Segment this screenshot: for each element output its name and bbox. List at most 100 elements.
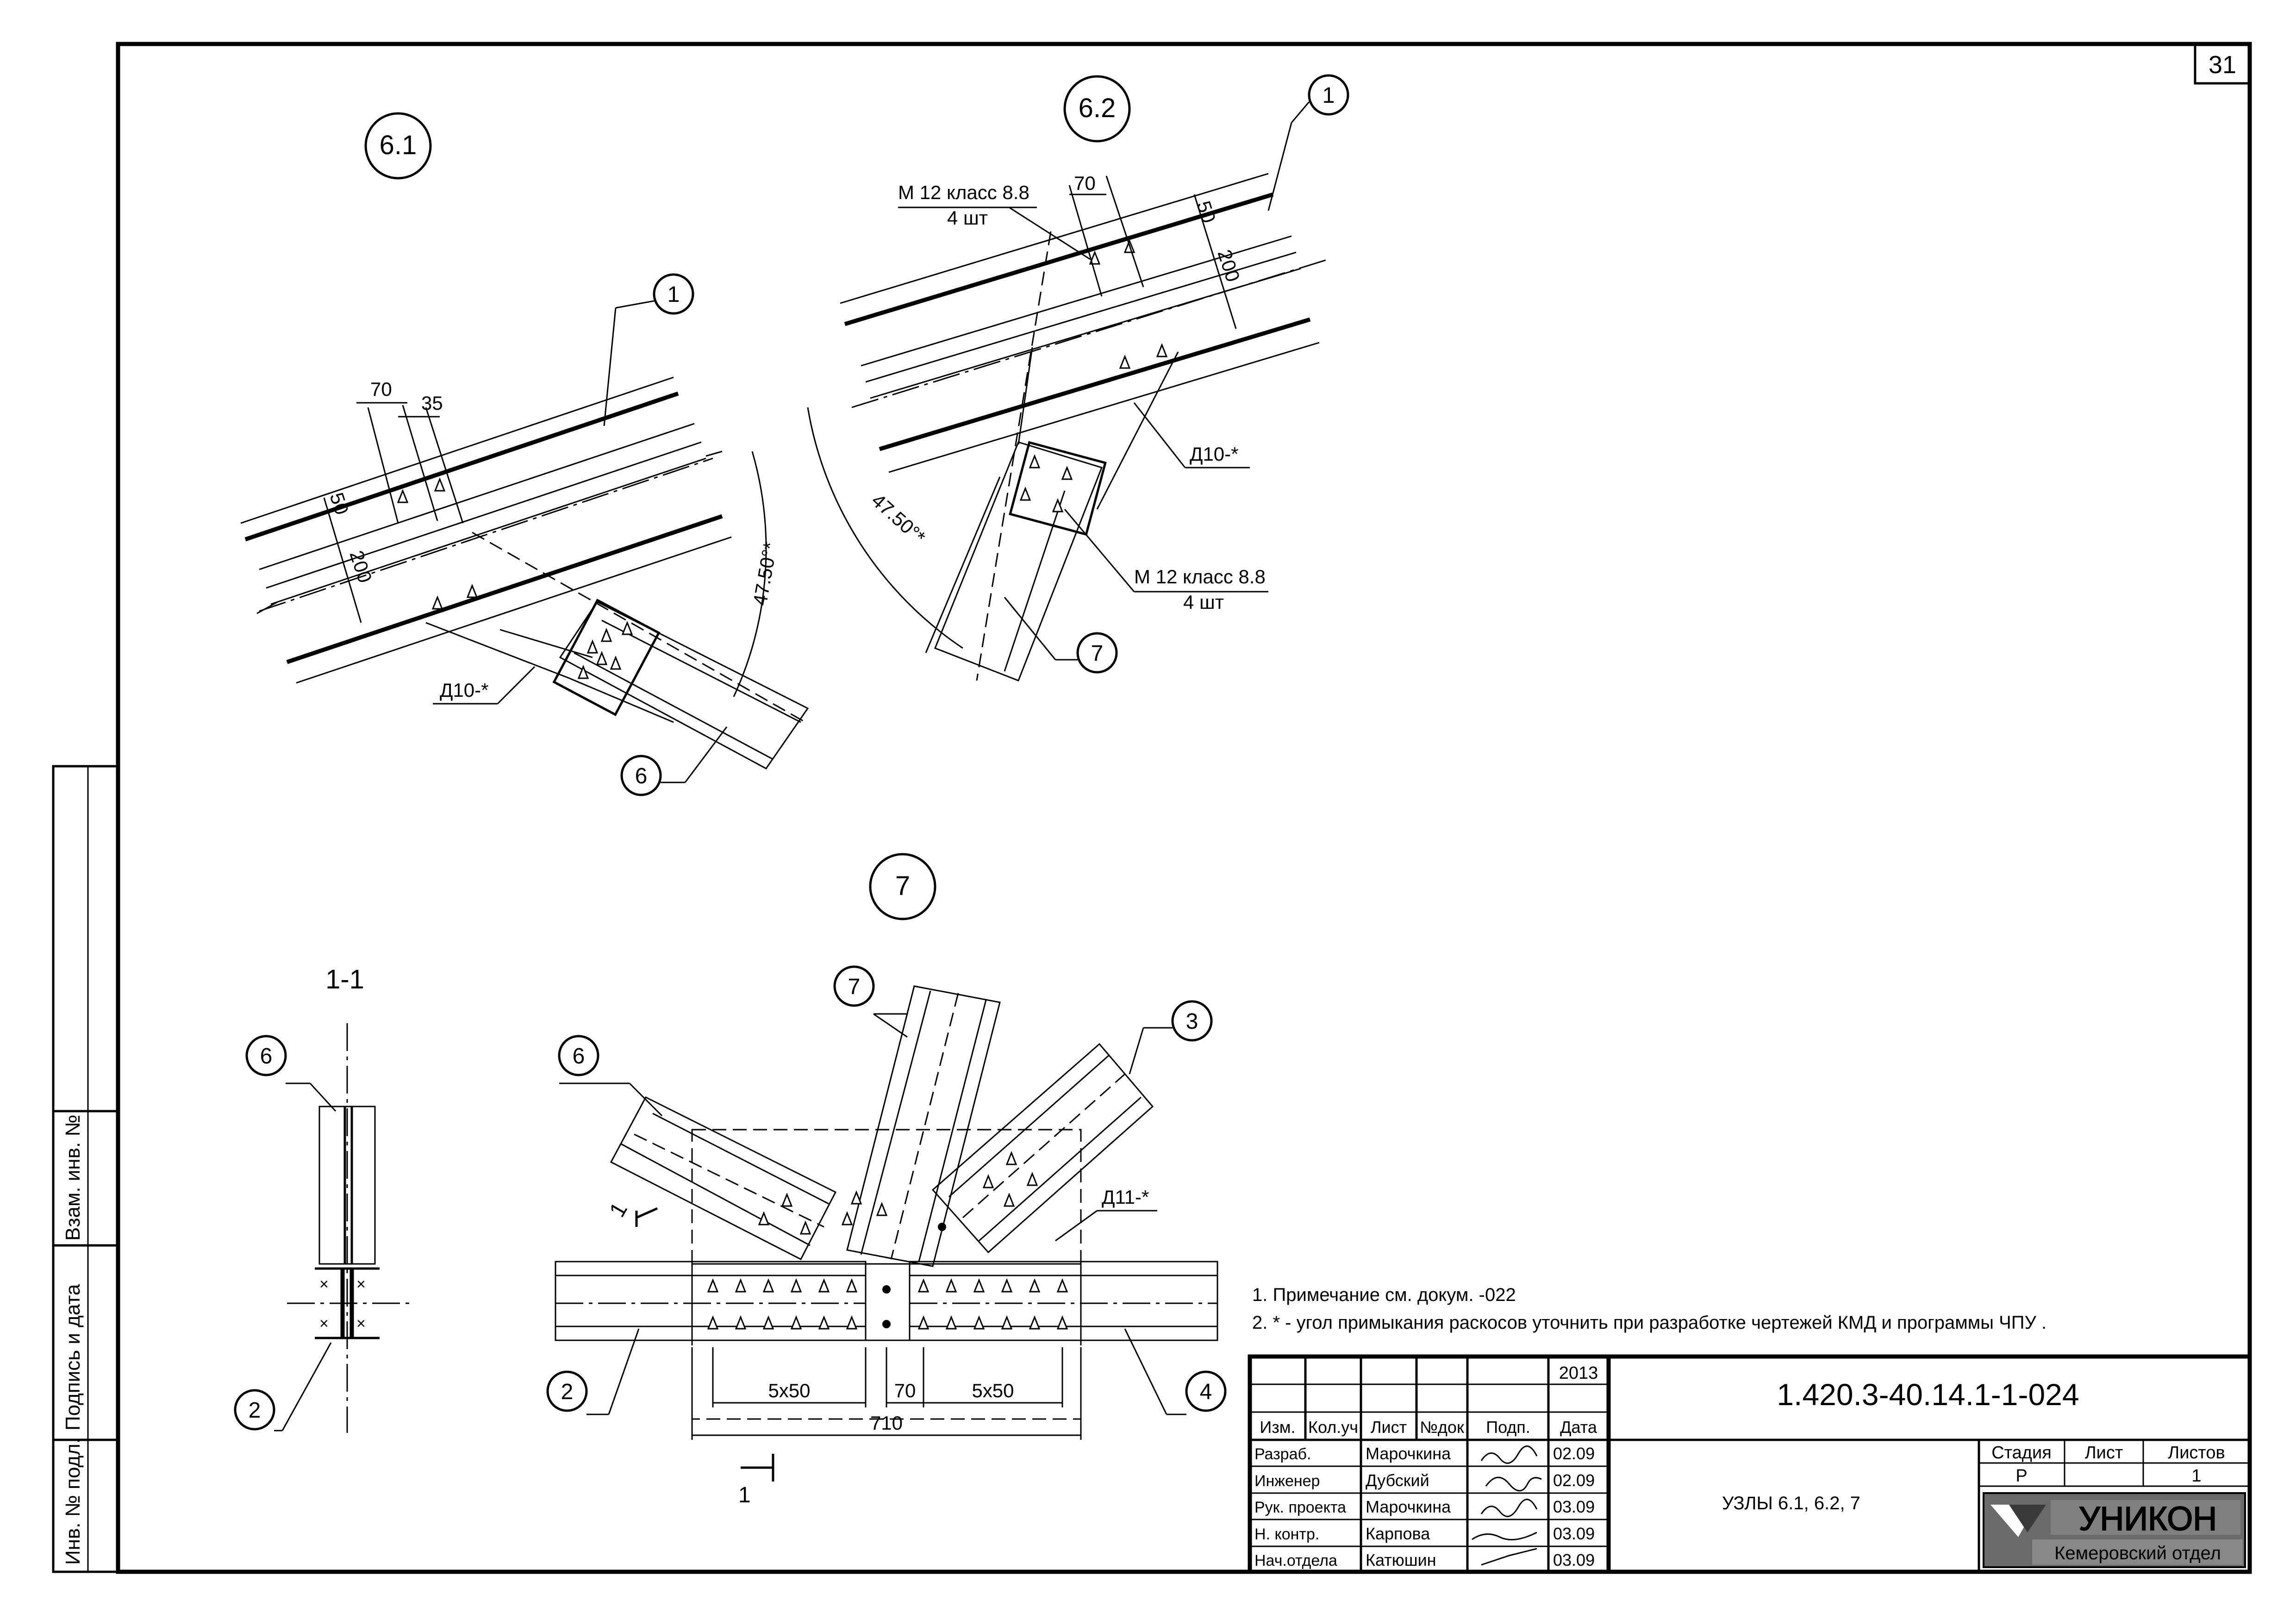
node-6-2-chord xyxy=(840,173,1329,473)
tb-row-4-name: Карпова xyxy=(1366,1524,1430,1543)
note-2: 2. * - угол примыкания раскосов уточнить… xyxy=(1252,1313,2046,1333)
signatures xyxy=(1472,1445,1542,1566)
node-7-section-mark-bottom: 1 xyxy=(738,1454,774,1507)
side-stamp-inv-podl: Инв. № подл. xyxy=(62,1438,84,1565)
section-1-1-callout-2-text: 2 xyxy=(249,1398,261,1423)
tb-row-2-date: 02.09 xyxy=(1553,1471,1595,1490)
node-6-1-diagonal xyxy=(472,531,809,769)
tb-row-2-name: Дубский xyxy=(1366,1471,1429,1490)
node-6-1-gusset xyxy=(425,622,674,723)
node-6-2-diagonal xyxy=(925,231,1107,681)
node-6-2-callout-1 xyxy=(1308,74,1349,116)
node-6-2-label: 6.2 xyxy=(1079,93,1116,123)
node-7-callout-6 xyxy=(558,1035,599,1076)
node-7-dimensions xyxy=(691,1347,1082,1440)
node-6-1-label-circle xyxy=(364,112,432,180)
node-6-1-dim-70: 70 xyxy=(370,378,392,400)
company-name: УНИКОН xyxy=(2079,1500,2217,1538)
node-7-callout-3-text: 3 xyxy=(1186,1009,1198,1034)
tb-stage-header: Стадия xyxy=(1991,1443,2052,1463)
node-7-callout-2 xyxy=(546,1370,588,1412)
tb-row-3-role: Рук. проекта xyxy=(1254,1499,1346,1516)
node-6-2-callout-7 xyxy=(1076,632,1118,674)
node-6-2-label-circle xyxy=(1063,75,1131,143)
node-6-1-dim-35: 35 xyxy=(421,392,443,414)
node-7-label-circle xyxy=(869,853,936,920)
node-7-diagonal-3 xyxy=(931,1043,1154,1254)
node-7-gusset-label: Д11-* xyxy=(1102,1186,1149,1208)
node-6-2-dim-70: 70 xyxy=(1074,172,1096,194)
tb-stage-value: Р xyxy=(2015,1466,2027,1486)
side-stamp-sign-date: Подпись и дата xyxy=(62,1284,84,1431)
tb-sheets-value: 1 xyxy=(2191,1466,2201,1486)
tb-sheet-header: Лист xyxy=(2085,1443,2123,1463)
section-1-1-callout-6 xyxy=(245,1035,287,1076)
node-7-dim-right: 5x50 xyxy=(972,1380,1014,1401)
node-6-1-callout-1-text: 1 xyxy=(668,282,680,307)
company-logo: УНИКОН Кемеровский отдел xyxy=(1983,1492,2246,1568)
tb-header-kol: Кол.уч xyxy=(1308,1418,1358,1437)
node-6-1-view: 6.1 xyxy=(240,112,809,796)
node-6-2-angle-arc xyxy=(807,407,963,649)
tb-row-1-name: Марочкина xyxy=(1366,1444,1451,1463)
tb-sheets-header: Листов xyxy=(2168,1443,2225,1463)
node-6-2-bolt-spec-bottom: М 12 класс 8.8 xyxy=(1134,566,1266,588)
node-6-2-bolt-spec-top: М 12 класс 8.8 xyxy=(898,181,1029,203)
tb-row-4-role: Н. контр. xyxy=(1254,1525,1319,1543)
title-block: 2013 Изм. Кол.уч Лист №док Подп. Дата Ра… xyxy=(1248,1354,2252,1574)
node-6-1-callout-6-text: 6 xyxy=(635,764,648,788)
node-6-1-callout-6 xyxy=(620,755,662,796)
node-7-callout-2-text: 2 xyxy=(561,1380,574,1404)
node-7-callout-3 xyxy=(1171,1000,1213,1042)
sheet-number: 31 xyxy=(2209,51,2236,79)
node-6-2-view: 6.2 xyxy=(807,74,1349,681)
tb-row-4-date: 03.09 xyxy=(1553,1524,1595,1543)
node-6-2-angle: 47.50°* xyxy=(867,489,930,548)
node-6-1-callout-1 xyxy=(653,273,694,315)
section-1-1-view: 1-1 × × × × 6 2 xyxy=(234,964,412,1433)
tb-header-podp: Подп. xyxy=(1486,1418,1530,1437)
svg-text:1: 1 xyxy=(738,1483,751,1507)
title-block-title: УЗЛЫ 6.1, 6.2, 7 xyxy=(1722,1493,1860,1513)
node-7-diagonal-6 xyxy=(610,1096,837,1261)
node-6-1-bolts xyxy=(397,477,633,679)
title-block-doc-code: 1.420.3-40.14.1-1-024 xyxy=(1777,1377,2079,1412)
note-1: 1. Примечание см. докум. -022 xyxy=(1252,1285,1516,1305)
svg-text:×: × xyxy=(356,1315,366,1332)
node-6-1-gusset-label: Д10-* xyxy=(440,679,489,701)
node-7-label: 7 xyxy=(895,871,910,901)
tb-header-ndok: №док xyxy=(1420,1418,1464,1437)
node-6-1-dim-50: 50 xyxy=(325,490,353,517)
node-7-callout-7 xyxy=(833,965,875,1007)
svg-text:1: 1 xyxy=(605,1198,632,1221)
svg-text:×: × xyxy=(319,1315,329,1332)
side-stamp: Инв. № подл. Подпись и дата Взам. инв. № xyxy=(52,765,119,1573)
tb-row-1-role: Разраб. xyxy=(1254,1445,1311,1463)
node-7-dim-total: 710 xyxy=(870,1412,903,1434)
node-7-diagonal-7 xyxy=(846,985,1001,1267)
tb-header-list: Лист xyxy=(1371,1418,1407,1437)
node-7-dim-left: 5x50 xyxy=(768,1380,810,1401)
title-block-year: 2013 xyxy=(1559,1363,1598,1383)
node-6-2-bolt-qty-top: 4 шт xyxy=(947,207,988,229)
tb-row-5-role: Нач.отдела xyxy=(1254,1552,1337,1569)
side-stamp-vzam-inv: Взам. инв. № xyxy=(62,1114,84,1241)
tb-header-data: Дата xyxy=(1560,1418,1597,1437)
node-7-callout-4-text: 4 xyxy=(1200,1380,1212,1404)
tb-header-izm: Изм. xyxy=(1260,1418,1295,1437)
node-6-1-angle: 47.50°* xyxy=(749,540,781,607)
node-6-2-callout-7-text: 7 xyxy=(1091,641,1104,666)
node-7-view: 7 xyxy=(546,853,1227,1507)
sheet-frame xyxy=(116,42,2252,1574)
tb-row-1-date: 02.09 xyxy=(1553,1444,1595,1463)
svg-text:×: × xyxy=(356,1275,366,1293)
tb-row-3-date: 03.09 xyxy=(1553,1497,1595,1516)
node-7-callout-4 xyxy=(1185,1370,1227,1412)
node-6-1-angle-arc xyxy=(733,451,767,697)
tb-row-5-name: Катюшин xyxy=(1366,1550,1436,1569)
company-department: Кемеровский отдел xyxy=(2054,1543,2221,1563)
tb-row-3-name: Марочкина xyxy=(1366,1497,1451,1516)
node-7-callout-7-text: 7 xyxy=(848,975,861,999)
node-6-1-label: 6.1 xyxy=(380,130,417,160)
